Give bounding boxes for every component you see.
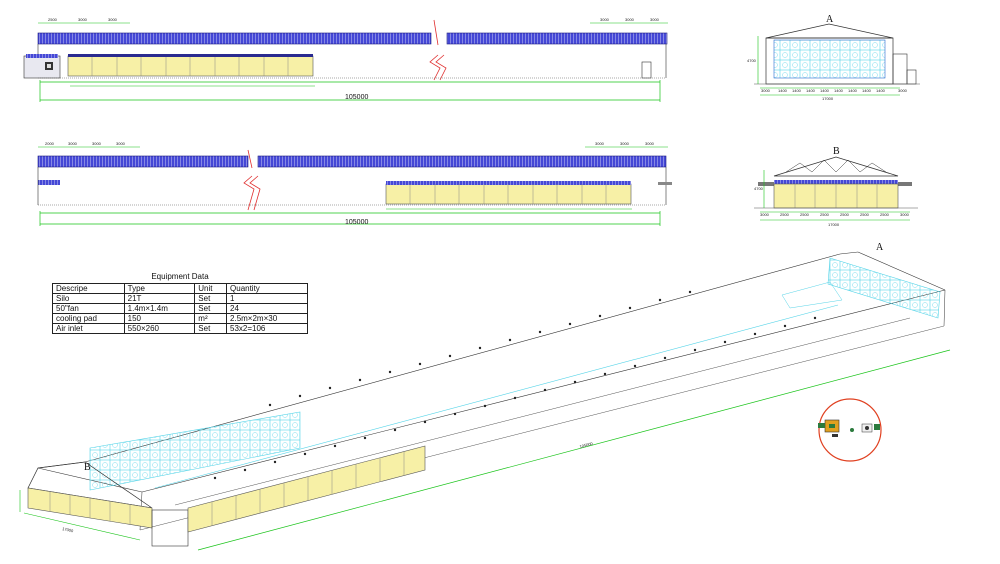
- air-inlets: [213, 290, 817, 480]
- dim-bot-4: 3000: [116, 141, 126, 146]
- dim-b-total: 17000: [828, 222, 840, 227]
- dim-a-4: 1400: [806, 88, 816, 93]
- dim-a-8: 1400: [862, 88, 872, 93]
- col-type: Type: [123, 283, 196, 294]
- cell: Set: [194, 293, 228, 304]
- dim-bot-5: 3000: [595, 141, 605, 146]
- table-row: 50"fan 1.4m×1.4m Set 24: [52, 303, 308, 314]
- dim-bot-7: 3000: [645, 141, 655, 146]
- dim-top-5: 3000: [625, 17, 635, 22]
- dim-bot-6: 3000: [620, 141, 630, 146]
- cell: 21T: [123, 293, 196, 304]
- roof-left-b: [37, 155, 249, 168]
- inner-pad-3d: [89, 411, 301, 491]
- dim-height-a: 4700: [747, 58, 757, 63]
- cell: Set: [194, 303, 228, 314]
- side-pad-3d: [187, 445, 426, 533]
- dim-bottom-total: 105000: [345, 219, 368, 226]
- dim-b-3: 2500: [800, 212, 810, 217]
- roof-left: [37, 32, 432, 45]
- dim-b-2: 2500: [780, 212, 790, 217]
- label-a-elevation: A: [826, 14, 834, 25]
- equipment-title: Equipment Data: [151, 272, 209, 281]
- end-elevation-b: B 4700 3000 2500 2500 2500 2500 2500 250…: [754, 146, 918, 227]
- dim-b-7: 2500: [880, 212, 890, 217]
- cell: 1: [226, 293, 308, 304]
- dim-bot-3: 3000: [92, 141, 102, 146]
- dim-height-b: 4700: [754, 186, 764, 191]
- dim-a-2: 1400: [778, 88, 788, 93]
- label-b-3d: B: [84, 462, 91, 473]
- cell: Set: [194, 323, 228, 334]
- fan-grid-a: [773, 39, 886, 79]
- cell: Air inlet: [52, 323, 125, 334]
- dim-a-7: 1400: [848, 88, 858, 93]
- dim-a-6: 1400: [834, 88, 844, 93]
- dim-top-4: 3000: [600, 17, 610, 22]
- cell: m²: [194, 313, 228, 324]
- col-unit: Unit: [194, 283, 228, 294]
- roof-right-b: [257, 155, 667, 168]
- dim-a-1: 3000: [761, 88, 771, 93]
- dim-b-5: 2500: [840, 212, 850, 217]
- roof-right: [446, 32, 668, 45]
- dim-b-4: 2500: [820, 212, 830, 217]
- silo-detail: [818, 398, 882, 462]
- col-quantity: Quantity: [226, 283, 308, 294]
- cell: 24: [226, 303, 308, 314]
- cell: 550×260: [123, 323, 196, 334]
- side-elevation-bottom: 2000 3000 3000 3000 3000 3000 3000 10500…: [37, 141, 672, 226]
- equipment-table: Equipment Data Descripe Type Unit Quanti…: [52, 272, 308, 334]
- side-elevation-top: 2500 3000 3000 3000 3000 3000: [23, 17, 668, 102]
- cell: cooling pad: [52, 313, 125, 324]
- annex-building: [23, 55, 61, 79]
- dim-top-1: 2500: [48, 17, 58, 22]
- cooling-pad-top: [67, 55, 314, 77]
- dim-a-9: 1400: [876, 88, 886, 93]
- dim-iso-width: 17000: [62, 526, 75, 533]
- dim-b-1: 3000: [760, 212, 770, 217]
- label-b-elevation: B: [833, 146, 840, 157]
- dim-top-2: 3000: [78, 17, 88, 22]
- cell: 150: [123, 313, 196, 324]
- dim-a-5: 1400: [820, 88, 830, 93]
- dim-top-6: 3000: [650, 17, 660, 22]
- dim-top-3: 3000: [108, 17, 118, 22]
- dim-bot-2: 3000: [68, 141, 78, 146]
- col-descripe: Descripe: [52, 283, 125, 294]
- dim-top-total: 105000: [345, 94, 368, 101]
- cell: Silo: [52, 293, 125, 304]
- table-row: Silo 21T Set 1: [52, 293, 308, 304]
- table-row: Air inlet 550×260 Set 53x2=106: [52, 323, 308, 334]
- isometric-view: A B: [19, 242, 951, 551]
- cell: 53x2=106: [226, 323, 308, 334]
- fan-wall-3d: [827, 257, 941, 319]
- end-elevation-a: A 4700 3000 1400 1400 1400 1400 1400 140…: [747, 14, 920, 101]
- cell: 2.5m×2m×30: [226, 313, 308, 324]
- label-a-3d: A: [876, 242, 884, 253]
- dim-a-10: 3000: [898, 88, 908, 93]
- cooling-pad-bottom: [385, 183, 632, 205]
- cell: 50"fan: [52, 303, 125, 314]
- table-header-row: Descripe Type Unit Quantity: [52, 283, 308, 294]
- cell: 1.4m×1.4m: [123, 303, 196, 314]
- dim-b-6: 2500: [860, 212, 870, 217]
- dim-bot-1: 2000: [45, 141, 55, 146]
- dim-iso-length: 105000: [579, 441, 594, 449]
- dim-b-8: 3000: [900, 212, 910, 217]
- dim-a-total: 17000: [822, 96, 834, 101]
- table-row: cooling pad 150 m² 2.5m×2m×30: [52, 313, 308, 324]
- dim-a-3: 1400: [792, 88, 802, 93]
